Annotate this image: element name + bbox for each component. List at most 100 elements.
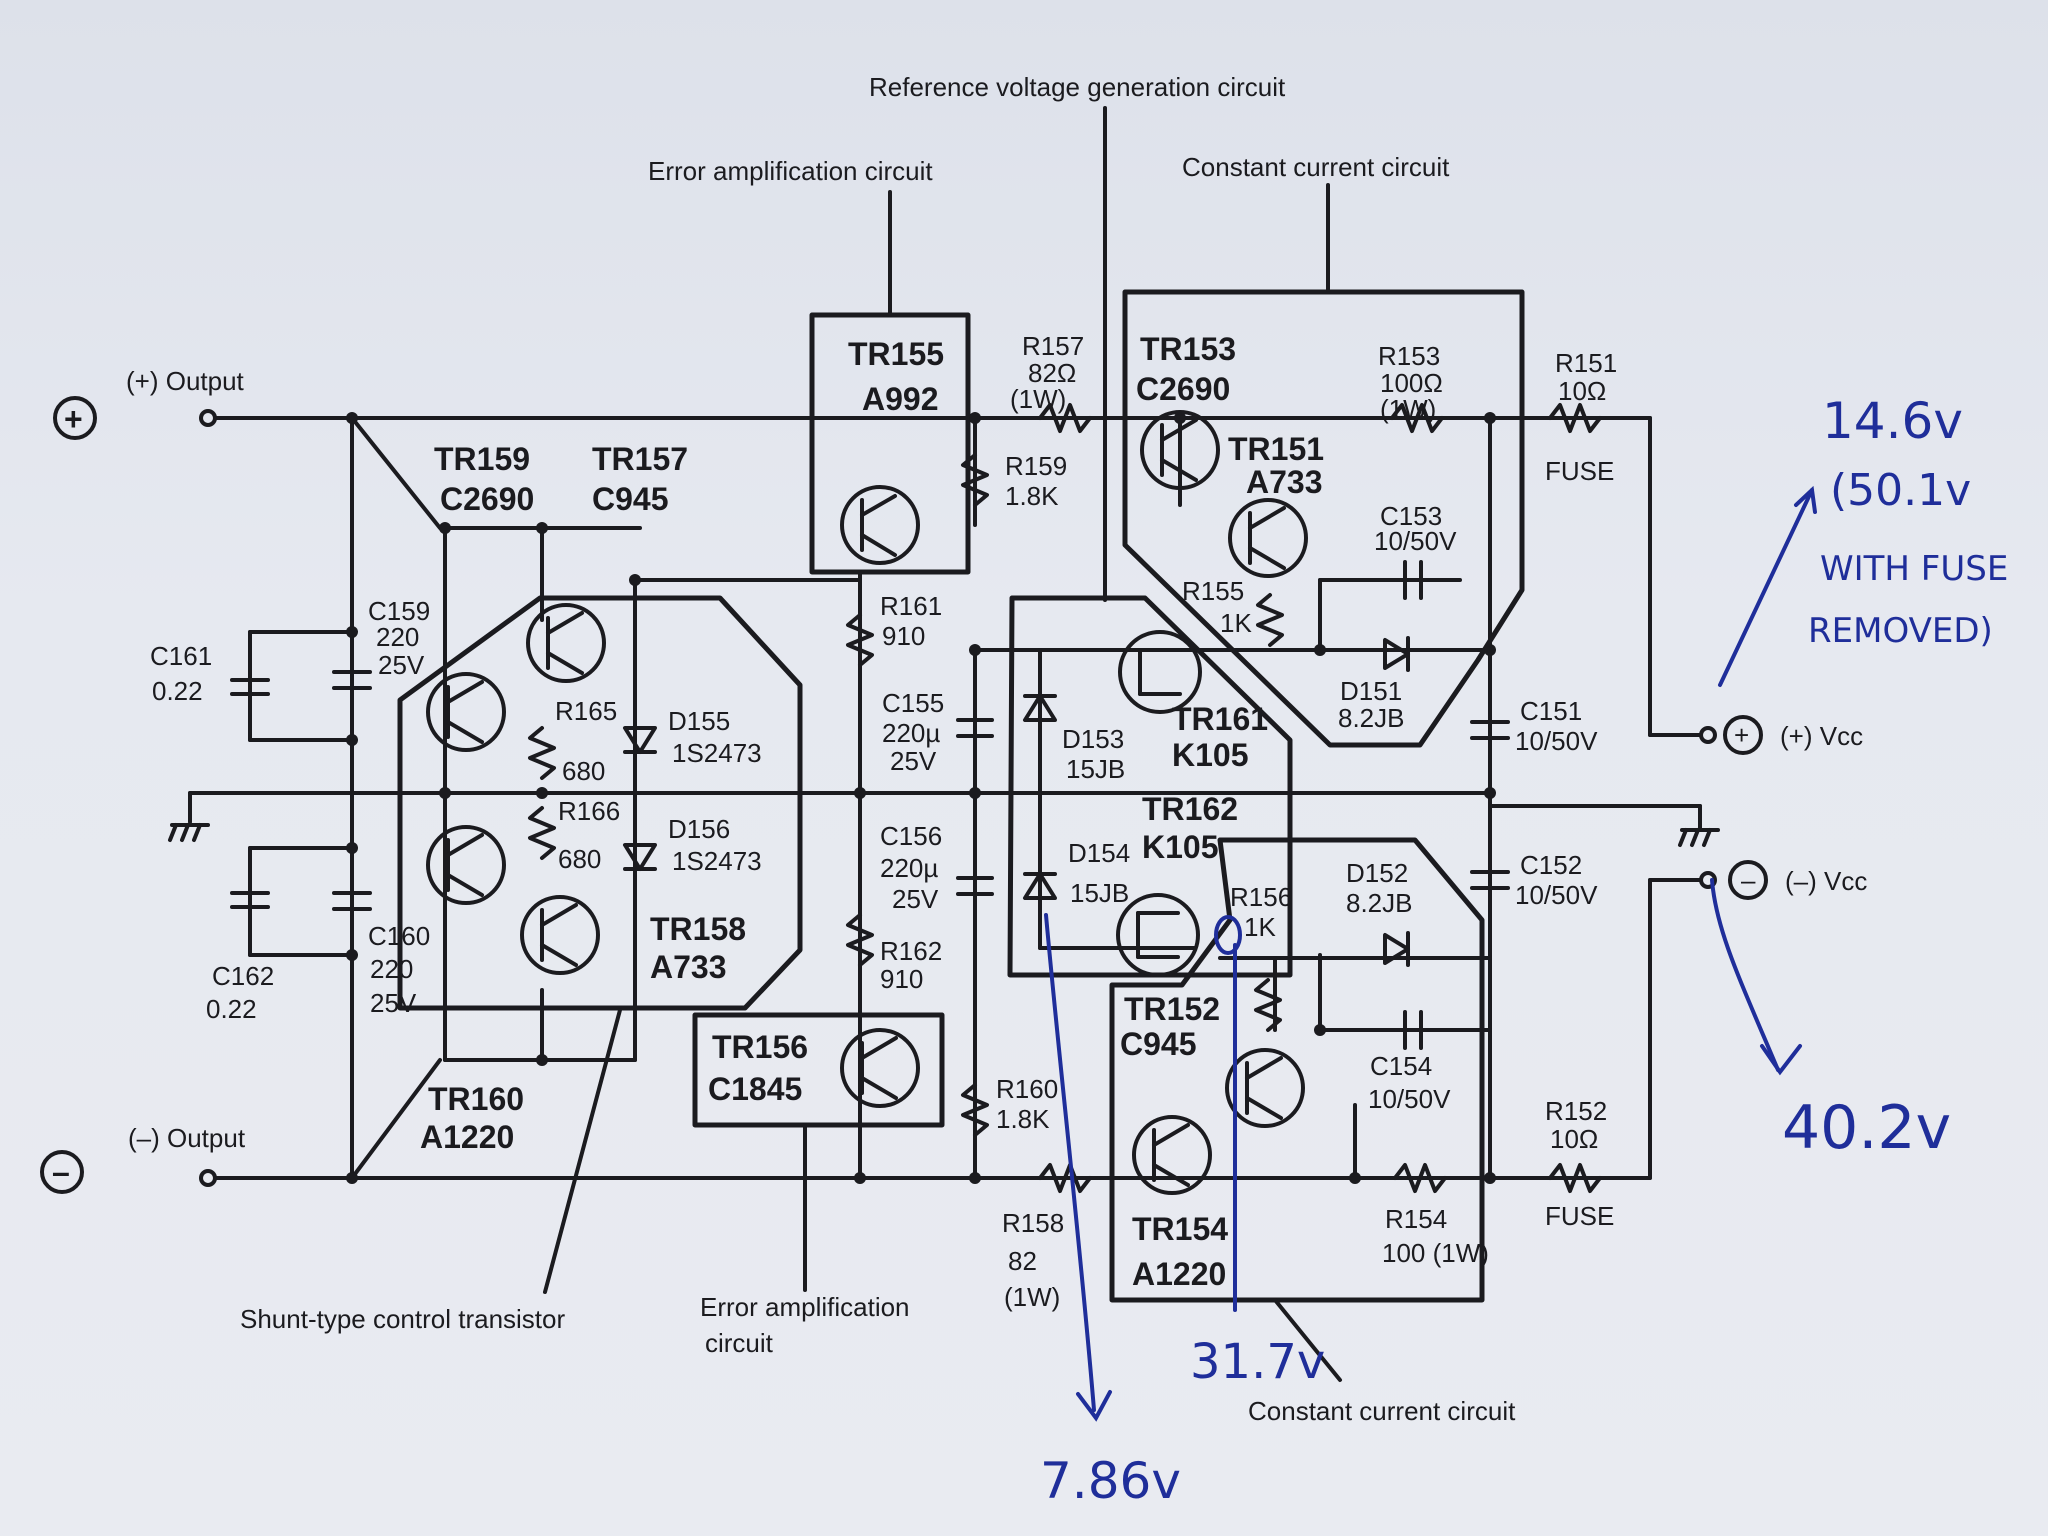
pos-output-terminal [199, 409, 217, 427]
c153-capacitor-symbol [1403, 560, 1423, 600]
svg-text:D154: D154 [1068, 838, 1130, 868]
svg-text:910: 910 [882, 621, 925, 651]
label-c153: C153 10/50V [1374, 501, 1457, 556]
svg-text:1.8K: 1.8K [996, 1104, 1050, 1134]
label-d156: D156 1S2473 [668, 814, 762, 876]
svg-text:1S2473: 1S2473 [672, 846, 762, 876]
svg-text:R166: R166 [558, 796, 620, 826]
svg-text:R158: R158 [1002, 1208, 1064, 1238]
svg-text:K105: K105 [1172, 737, 1249, 773]
hw-fuse-note-1: (50.1v [1830, 465, 1971, 516]
label-r151: R151 10Ω FUSE [1545, 348, 1617, 486]
svg-text:25V: 25V [890, 746, 937, 776]
svg-text:FUSE: FUSE [1545, 456, 1614, 486]
tr160-symbol [426, 825, 506, 905]
svg-text:TR155: TR155 [848, 336, 944, 372]
caption-reference-voltage: Reference voltage generation circuit [869, 72, 1286, 102]
caption-error-amp-bottom-2: circuit [705, 1328, 774, 1358]
tr155-error-amp-box [809, 312, 971, 575]
label-tr156: TR156 C1845 [708, 1029, 808, 1107]
caption-error-amp-bottom-1: Error amplification [700, 1292, 910, 1322]
label-tr162: TR162 K105 [1142, 791, 1238, 865]
r159-resistor-symbol [961, 453, 989, 507]
svg-text:25V: 25V [892, 884, 939, 914]
label-d153: D153 15JB [1062, 724, 1125, 784]
hw-fuse-note-2: WITH FUSE [1820, 549, 2008, 589]
svg-text:TR161: TR161 [1172, 701, 1268, 737]
svg-text:R160: R160 [996, 1074, 1058, 1104]
label-r157: R157 82Ω (1W) [1010, 331, 1084, 414]
pos-vcc-sign: + [1734, 720, 1749, 750]
svg-text:82Ω: 82Ω [1028, 358, 1076, 388]
hw-r156-node-voltage: 31.7v [1190, 1334, 1325, 1390]
neg-vcc-sign: – [1741, 865, 1756, 895]
svg-text:A1220: A1220 [420, 1119, 514, 1155]
svg-text:FUSE: FUSE [1545, 1201, 1614, 1231]
neg-output-label: (–) Output [128, 1123, 246, 1153]
svg-text:680: 680 [562, 756, 605, 786]
d155-diode-symbol [623, 726, 657, 754]
r165-resistor-symbol [528, 726, 556, 780]
label-c155: C155 220µ 25V [882, 688, 944, 776]
svg-text:C161: C161 [150, 641, 212, 671]
label-c151: C151 10/50V [1515, 696, 1598, 756]
minus-sign: – [52, 1154, 70, 1190]
svg-text:8.2JB: 8.2JB [1338, 703, 1405, 733]
reference-voltage-box [1007, 595, 1293, 978]
svg-text:A992: A992 [862, 381, 939, 417]
r161-resistor-symbol [846, 613, 874, 667]
d151-zener-symbol [1383, 636, 1410, 672]
svg-text:TR153: TR153 [1140, 331, 1236, 367]
label-r152: R152 10Ω FUSE [1545, 1096, 1614, 1231]
svg-text:R156: R156 [1230, 882, 1292, 912]
hw-neg-vcc-voltage: 40.2v [1782, 1093, 1951, 1163]
c160-capacitor-symbol [332, 891, 372, 911]
svg-text:220: 220 [370, 954, 413, 984]
svg-text:15JB: 15JB [1070, 878, 1129, 908]
tr157-symbol [526, 603, 606, 683]
svg-text:A733: A733 [650, 949, 727, 985]
label-tr159: TR159 C2690 [434, 441, 534, 517]
r157-resistor-symbol [1038, 403, 1092, 433]
minus-symbol-circle [40, 1150, 84, 1194]
svg-text:(1W): (1W) [1380, 394, 1436, 424]
svg-text:R151: R151 [1555, 348, 1617, 378]
label-c162: C162 0.22 [206, 961, 274, 1024]
label-r156: R156 1K [1230, 882, 1292, 942]
svg-text:C1845: C1845 [708, 1071, 802, 1107]
label-tr154: TR154 A1220 [1132, 1211, 1228, 1292]
label-c156: C156 220µ 25V [880, 821, 942, 914]
svg-text:1K: 1K [1220, 608, 1252, 638]
svg-text:R161: R161 [880, 591, 942, 621]
c159-capacitor-symbol [332, 670, 372, 690]
label-tr157: TR157 C945 [592, 441, 688, 517]
plus-symbol-circle [53, 396, 97, 440]
label-tr153: TR153 C2690 [1136, 331, 1236, 407]
tr151-symbol [1228, 498, 1308, 578]
svg-text:A733: A733 [1246, 464, 1323, 500]
label-r166: R166 680 [558, 796, 620, 874]
svg-text:C160: C160 [368, 921, 430, 951]
svg-text:220µ: 220µ [882, 718, 940, 748]
neg-output-terminal [199, 1169, 217, 1187]
r166-resistor-symbol [528, 806, 556, 860]
label-tr152: TR152 C945 [1120, 991, 1220, 1062]
label-tr161: TR161 K105 [1172, 701, 1268, 773]
svg-text:TR162: TR162 [1142, 791, 1238, 827]
svg-text:TR152: TR152 [1124, 991, 1220, 1027]
svg-text:TR151: TR151 [1228, 431, 1324, 467]
svg-text:TR154: TR154 [1132, 1211, 1228, 1247]
d154-diode-symbol [1023, 872, 1057, 900]
pos-output-label: (+) Output [126, 366, 245, 396]
r151-resistor-symbol [1548, 403, 1602, 433]
svg-text:10/50V: 10/50V [1368, 1084, 1451, 1114]
svg-text:C945: C945 [592, 481, 669, 517]
svg-text:(1W): (1W) [1010, 384, 1066, 414]
label-r154: R154 100 (1W) [1382, 1204, 1489, 1268]
svg-text:C154: C154 [1370, 1051, 1432, 1081]
junction-dots [346, 412, 1496, 1184]
label-r161: R161 910 [880, 591, 942, 651]
label-d154: D154 15JB [1068, 838, 1130, 908]
ground-symbol-right [1678, 828, 1720, 847]
caption-constant-current-top: Constant current circuit [1182, 152, 1450, 182]
